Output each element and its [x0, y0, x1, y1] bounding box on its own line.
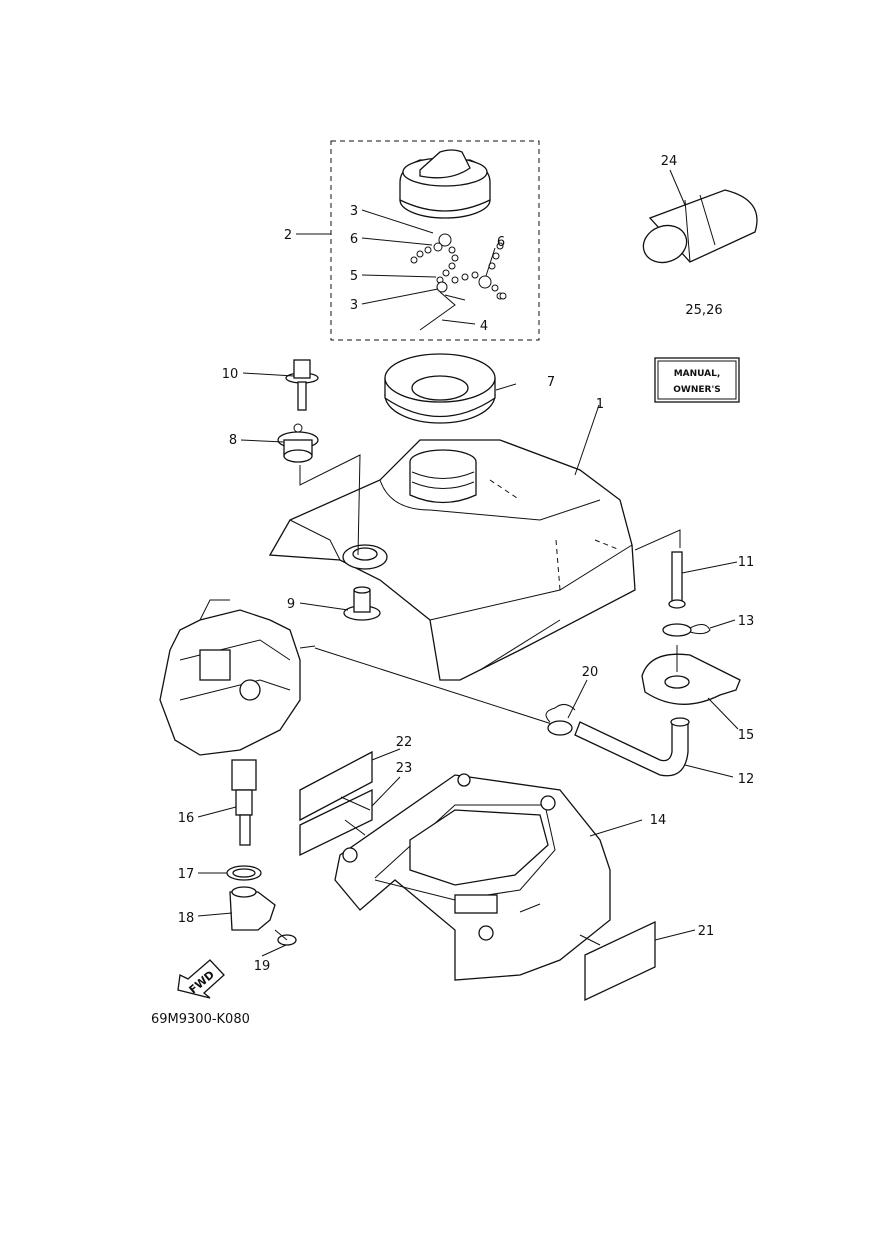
label-3a: 3 [350, 204, 358, 219]
label-9: 9 [287, 597, 295, 612]
fuel-hose [574, 717, 690, 777]
carburetor [159, 599, 316, 756]
label-8: 8 [229, 433, 237, 448]
bead-chain [410, 233, 507, 331]
label-18: 18 [178, 911, 195, 926]
bottom-cowling [334, 773, 611, 981]
fuel-filter [642, 189, 758, 264]
label-14: 14 [650, 813, 667, 828]
screw [274, 929, 297, 946]
label-12: 12 [738, 772, 755, 787]
bolt [285, 359, 319, 411]
label-23: 23 [396, 761, 413, 776]
label-2: 2 [284, 228, 292, 243]
o-ring [226, 865, 262, 881]
wire-clip [662, 623, 711, 637]
fuel-joint [231, 759, 257, 846]
diagram-code: 69M9300-K080 [151, 1012, 250, 1027]
collar [343, 586, 381, 621]
label-24: 24 [661, 154, 678, 169]
label-20: 20 [582, 665, 599, 680]
label-5: 5 [350, 269, 358, 284]
label-11: 11 [738, 555, 755, 570]
fwd-arrow: FWD [177, 959, 225, 999]
hose-clip [545, 704, 576, 736]
label-16: 16 [178, 811, 195, 826]
label-15: 15 [738, 728, 755, 743]
clamp [229, 886, 276, 931]
grommet [277, 423, 319, 463]
label-3b: 3 [350, 298, 358, 313]
fuel-strainer-bolt [668, 551, 686, 609]
plate [641, 653, 741, 705]
label-13: 13 [738, 614, 755, 629]
manual-plate-line2: OWNER'S [673, 385, 720, 395]
label-19: 19 [254, 959, 271, 974]
label-4: 4 [480, 319, 488, 334]
label-6b: 6 [497, 235, 505, 250]
label-10: 10 [222, 367, 239, 382]
manual-plate-line1: MANUAL, [674, 369, 721, 379]
label-21: 21 [698, 924, 715, 939]
decal-22 [299, 750, 373, 822]
label-25-26: 25,26 [685, 303, 722, 318]
label-1: 1 [596, 397, 604, 412]
label-22: 22 [396, 735, 413, 750]
decal-21 [584, 920, 656, 1002]
label-7: 7 [547, 375, 555, 390]
label-17: 17 [178, 867, 195, 882]
cap-assembly-box [330, 140, 540, 341]
leader-lines [197, 169, 739, 957]
fuel-cap [399, 149, 491, 219]
decal-23 [299, 788, 373, 857]
filler-neck-seal [384, 353, 496, 424]
manual-plate [654, 357, 740, 403]
fuel-tank [268, 439, 636, 681]
label-6a: 6 [350, 232, 358, 247]
